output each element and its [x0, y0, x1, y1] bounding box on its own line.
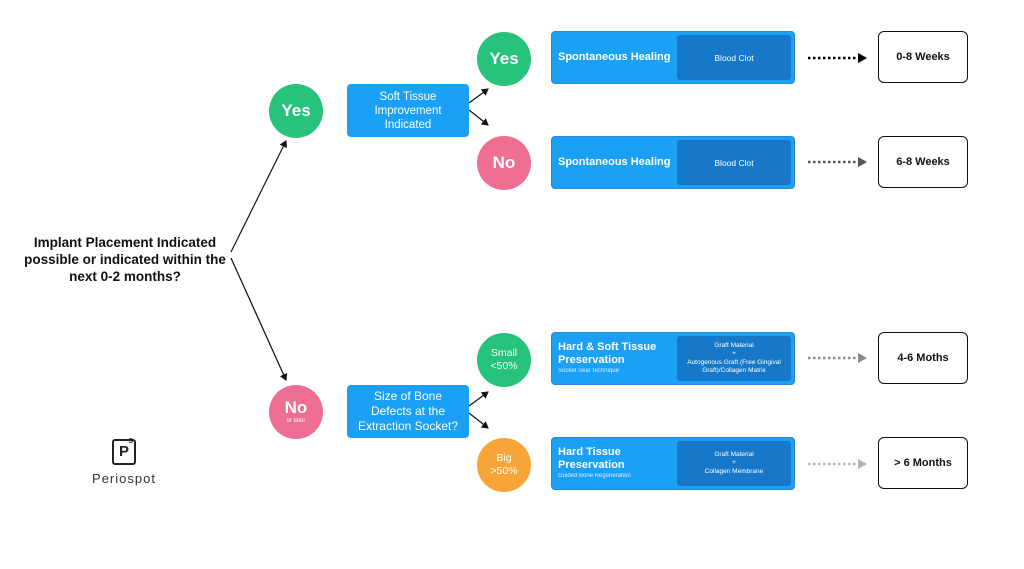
method-1-label: Blood Clot [714, 52, 754, 63]
method-4-line1: Graft Material [714, 450, 754, 458]
yes-circle-label: Yes [281, 101, 311, 120]
result-4-label: > 6 Months [894, 457, 952, 469]
treatment-4-line1: Hard Tissue [558, 446, 621, 458]
arrow-to-big [468, 412, 489, 429]
periospot-logo-text: Periospot [92, 471, 156, 486]
method-3-line3: Graft)/Collagen Matrix [702, 367, 766, 374]
treatment-2-label: Spontaneous Healing [558, 156, 671, 168]
method-3-line2: Autogenous Graft (Free Gingival [687, 358, 781, 366]
treatment-3-line2: Preservation [558, 354, 625, 366]
method-4-plus: + [732, 459, 736, 467]
result-3-label: 4-6 Moths [897, 352, 949, 364]
bone-defect-line2: Defects at the [370, 404, 446, 418]
result-box-2: 6-8 Weeks [878, 136, 968, 188]
arrow-to-small [468, 391, 489, 407]
method-3-plus: + [732, 350, 736, 357]
big-line1: Big [496, 452, 512, 464]
result-1-label: 0-8 Weeks [896, 51, 950, 63]
method-box-2: Blood Clot [677, 140, 791, 185]
arrow-to-yes [230, 140, 287, 253]
method-2-label: Blood Clot [714, 157, 754, 168]
logo-mark-letter: P [118, 443, 129, 460]
result-box-4: > 6 Months [878, 437, 968, 489]
arrow-to-soft-no [468, 109, 489, 126]
method-box-1: Blood Clot [677, 35, 791, 80]
treatment-box-4: Hard Tissue Preservation Guided Bone Reg… [551, 437, 795, 490]
root-question-line3: next 0-2 months? [69, 269, 181, 284]
root-question-line2: possible or indicated within the [24, 252, 226, 267]
arrow-to-soft-yes [468, 88, 489, 104]
bone-defect-question-box: Size of Bone Defects at the Extraction S… [347, 385, 469, 438]
logo-mark-superscript: S [128, 438, 133, 445]
no-circle: No or later [269, 385, 323, 439]
soft-no-label: No [492, 153, 516, 172]
root-question-line1: Implant Placement Indicated [33, 235, 217, 250]
soft-tissue-question-box: Soft Tissue Improvement Indicated [347, 84, 469, 137]
result-box-1: 0-8 Weeks [878, 31, 968, 83]
periospot-logo-mark: P S [112, 438, 136, 465]
treatment-box-1: Spontaneous Healing Blood Clot [551, 31, 795, 84]
arrow-to-no [230, 257, 288, 381]
soft-yes-circle: Yes [477, 32, 531, 86]
big-line2: >50% [490, 465, 518, 477]
no-circle-sub: or later [286, 418, 306, 424]
treatment-3-line1: Hard & Soft Tissue [558, 341, 657, 353]
soft-tissue-line3: Indicated [384, 118, 432, 131]
root-question: Implant Placement Indicated possible or … [20, 234, 230, 285]
soft-tissue-line1: Soft Tissue [379, 90, 437, 103]
soft-tissue-line2: Improvement [374, 104, 442, 117]
small-circle: Small <50% [477, 333, 531, 387]
soft-no-circle: No [477, 136, 531, 190]
treatment-1-label: Spontaneous Healing [558, 51, 671, 63]
method-4-line2: Collagen Membrane [704, 467, 764, 475]
technique-3: Socket Seal Technique [558, 368, 619, 374]
small-line2: <50% [490, 360, 518, 372]
method-box-3: Graft Material + Autogenous Graft (Free … [677, 336, 791, 381]
small-line1: Small [490, 347, 518, 359]
bone-defect-line1: Size of Bone [373, 389, 443, 403]
treatment-box-3: Hard & Soft Tissue Preservation Socket S… [551, 332, 795, 385]
treatment-4-line2: Preservation [558, 459, 625, 471]
yes-circle: Yes [269, 84, 323, 138]
technique-4: Guided Bone Regeneration [558, 473, 631, 479]
method-box-4: Graft Material + Collagen Membrane [677, 441, 791, 486]
treatment-box-2: Spontaneous Healing Blood Clot [551, 136, 795, 189]
big-circle: Big >50% [477, 438, 531, 492]
result-2-label: 6-8 Weeks [896, 156, 950, 168]
no-circle-label: No [284, 398, 308, 417]
soft-yes-label: Yes [489, 49, 519, 68]
method-3-line1: Graft Material [714, 341, 754, 349]
result-box-3: 4-6 Moths [878, 332, 968, 384]
bone-defect-line3: Extraction Socket? [357, 419, 459, 433]
